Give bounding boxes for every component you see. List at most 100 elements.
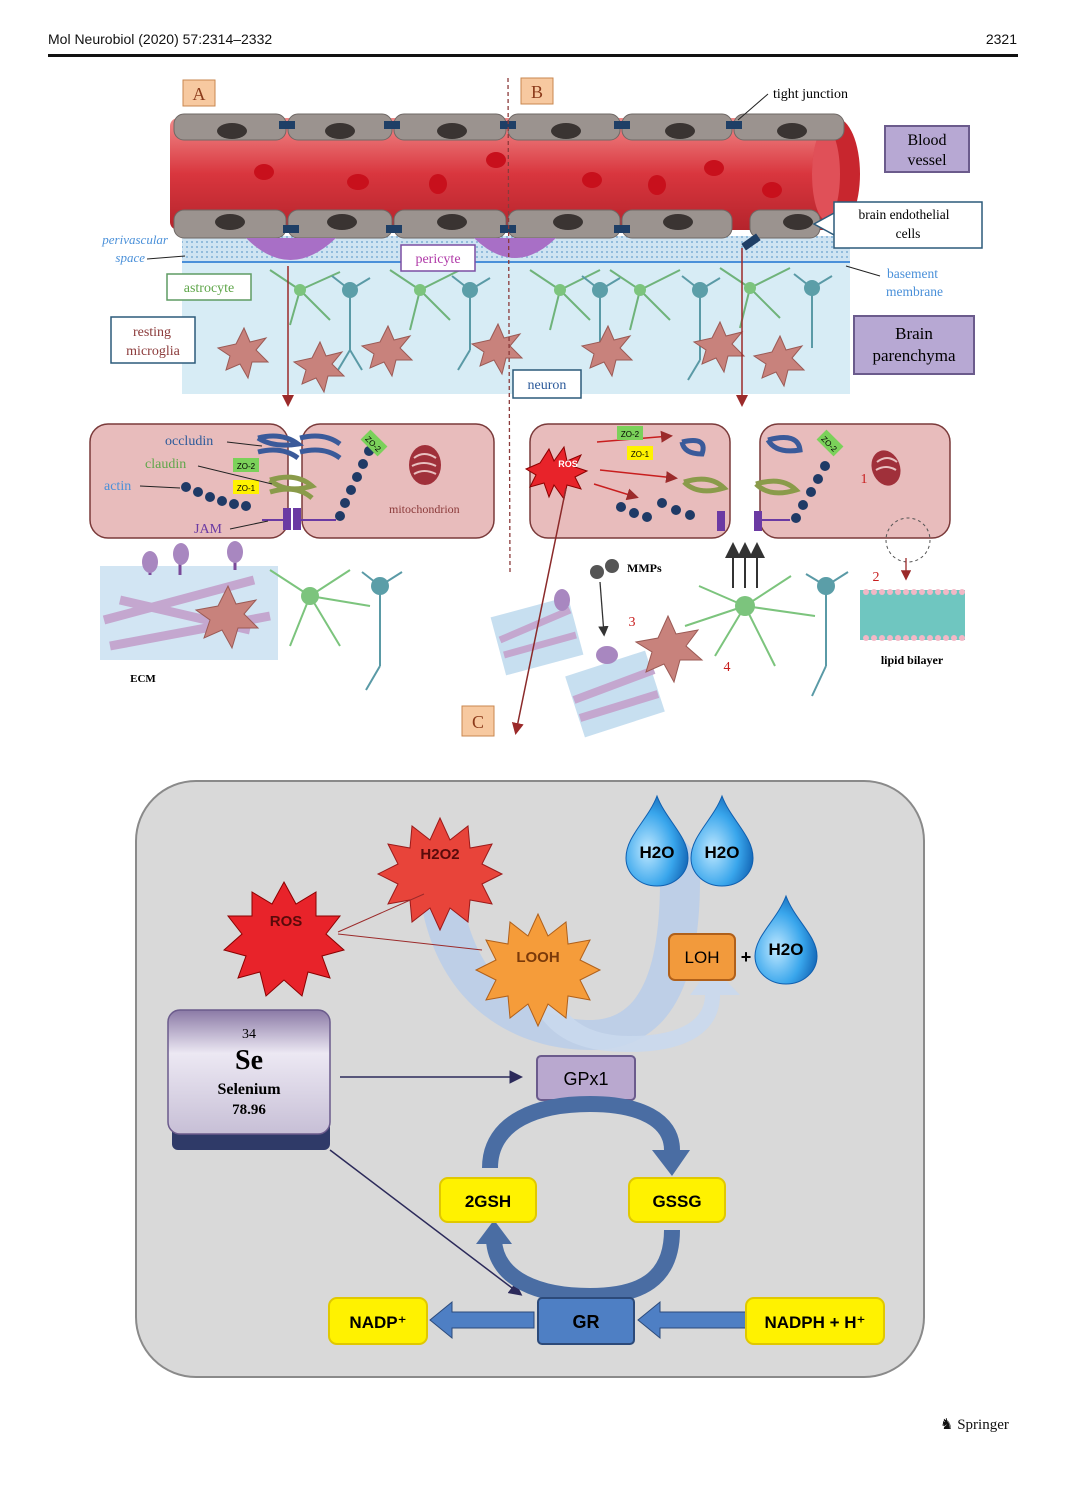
astrocyte-box: [166, 273, 252, 301]
brain-parenchyma-label-1: Brain: [895, 324, 933, 343]
brain-parenchyma-box: [853, 315, 975, 375]
loh-box: [668, 933, 736, 981]
gr-box: [537, 1297, 635, 1345]
journal-header: Mol Neurobiol (2020) 57:2314–2332: [48, 31, 273, 47]
gssg-box: [628, 1177, 726, 1223]
nadph-to-gr-arrow: [637, 1300, 747, 1340]
pericyte-label: pericyte: [415, 252, 460, 267]
gr-label: GR: [573, 1312, 600, 1332]
zo2-label-b: ZO-2: [621, 430, 640, 439]
neuron-box: [512, 369, 582, 399]
panel-a-label: A: [193, 84, 206, 104]
lipid-bilayer-label: lipid bilayer: [881, 653, 944, 667]
panel-a-zoom: ZO-2 ZO-2 ZO-1: [89, 423, 495, 539]
pathway-panel: [135, 780, 925, 1378]
pericyte-cell: [246, 238, 336, 260]
nadp-box: [328, 1297, 428, 1345]
tight-junction-label: tight junction: [773, 87, 848, 102]
looh-burst: [474, 912, 602, 1028]
header-rule: [48, 54, 1018, 57]
blood-vessel-box: [884, 125, 970, 173]
mitochondrion-label: mitochondrion: [389, 502, 460, 516]
brain-parenchyma-label-2: parenchyma: [872, 346, 956, 365]
nadph-box: [745, 1297, 885, 1345]
water-drop-1: [625, 794, 689, 887]
astrocyte-label: astrocyte: [184, 281, 235, 296]
zo1-label-a: ZO-1: [237, 484, 256, 493]
claudin-label: claudin: [145, 457, 186, 472]
panel-a-box: [182, 79, 216, 107]
springer-horse-icon: ♞: [940, 1417, 954, 1433]
parenchyma-cells: [216, 267, 833, 394]
occludin-label: occludin: [165, 434, 213, 449]
h2o-label-3: H2O: [769, 940, 804, 959]
springer-logo-text: ♞ Springer: [940, 1415, 1009, 1434]
step-2-label: 2: [873, 570, 880, 585]
se-atomic-number: 34: [242, 1027, 256, 1042]
ros-burst: [222, 880, 346, 997]
gsh-label: 2GSH: [465, 1192, 511, 1211]
resting-microglia-label-1: resting: [133, 325, 171, 340]
nadp-label: NADP⁺: [349, 1313, 406, 1332]
h2o-label-1: H2O: [640, 843, 675, 862]
step-3-label: 3: [629, 615, 636, 630]
blood-vessel-label-2: vessel: [907, 152, 947, 169]
pericyte-box: [400, 244, 476, 272]
gssg-label: GSSG: [652, 1192, 701, 1211]
springer-label: Springer: [957, 1417, 1009, 1433]
neuron-label: neuron: [528, 378, 567, 393]
loh-label: LOH: [685, 948, 720, 967]
mmps-label: MMPs: [627, 561, 662, 575]
nadph-label: NADPH + H⁺: [764, 1313, 865, 1332]
perivascular-label-2: space: [115, 250, 145, 265]
blood-vessel-label-1: Blood: [907, 132, 946, 149]
h2o-label-2: H2O: [705, 843, 740, 862]
resting-microglia-box: [110, 316, 196, 364]
jam-label: JAM: [194, 522, 223, 537]
brain-endothelial-box: [833, 201, 983, 249]
endothelial-cells-bottom: [173, 209, 821, 239]
h2o2-burst: [376, 816, 504, 932]
panel-b-zoom: ZO-2 ZO-1 ZO-2: [490, 423, 965, 738]
endothelial-cells-top: [173, 113, 845, 141]
cycle-arrow-bottom: [486, 1229, 680, 1305]
brain-endothelial-label-1: brain endothelial: [858, 207, 949, 222]
panel-b-box: [520, 77, 554, 105]
se-tile: [167, 1009, 331, 1135]
gpx1-label: GPx1: [563, 1069, 608, 1089]
water-drop-3: [754, 894, 818, 985]
ecm-label: ECM: [130, 673, 156, 685]
panel-c-box: [461, 705, 495, 737]
cycle-arrow-top: [482, 1095, 680, 1169]
ros-small-label: ROS: [558, 459, 578, 469]
actin-label: actin: [104, 479, 131, 494]
gr-to-nadp-arrow: [429, 1300, 535, 1340]
page-number: 2321: [985, 31, 1017, 47]
basement-label-2: membrane: [886, 284, 943, 299]
step-1-label: 1: [861, 472, 868, 487]
ecm-illustration: [100, 541, 403, 691]
resting-microglia-label-2: microglia: [126, 344, 180, 359]
brain-endothelial-label-2: cells: [896, 226, 921, 241]
se-symbol: Se: [235, 1045, 263, 1076]
blood-vessel: [170, 118, 840, 230]
pericyte-cell: [474, 238, 556, 258]
zo1-label-b: ZO-1: [631, 450, 650, 459]
se-mass: 78.96: [232, 1102, 266, 1118]
water-drop-2: [690, 794, 754, 887]
gsh-box: [439, 1177, 537, 1223]
step-4-label: 4: [724, 660, 731, 675]
basement-label-1: basement: [887, 266, 938, 281]
reduction-arrow-looh: [524, 966, 740, 1052]
panel-c-label: C: [472, 712, 484, 732]
looh-label: LOOH: [516, 949, 559, 966]
perivascular-label-1: perivascular: [101, 232, 169, 247]
zo2-label-a: ZO-2: [237, 462, 256, 471]
plus-sign: +: [741, 947, 752, 967]
red-blood-cells: [254, 152, 782, 198]
ros-label: ROS: [270, 913, 303, 930]
panel-b-label: B: [531, 82, 543, 102]
h2o2-label: H2O2: [420, 846, 459, 863]
se-name: Selenium: [217, 1081, 281, 1098]
